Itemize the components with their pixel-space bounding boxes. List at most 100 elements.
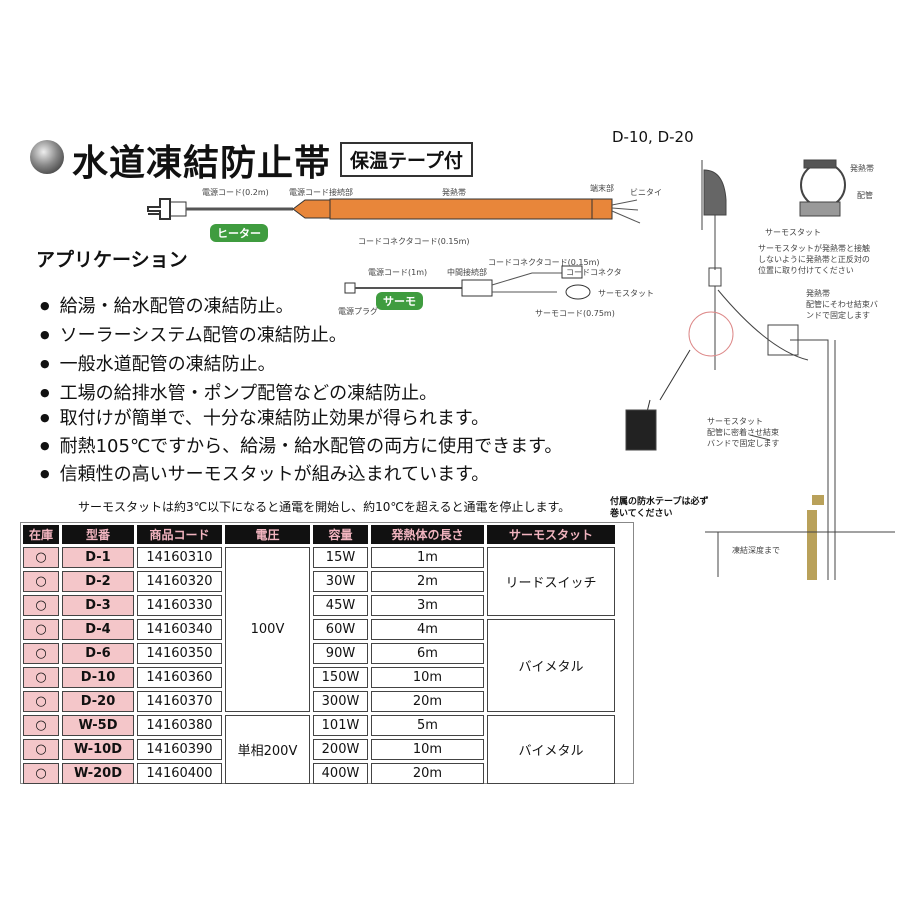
thermo-label: 中間接続部	[447, 268, 487, 277]
stock-cell: ○	[23, 643, 59, 664]
model-label: D-10, D-20	[612, 128, 694, 146]
code-cell: 14160330	[137, 595, 222, 616]
length-cell: 3m	[371, 595, 484, 616]
thermostat-note: サーモスタットは約3℃以下になると通電を開始し、約10℃を超えると通電を停止しま…	[78, 500, 571, 514]
note-line: バンドで固定します	[707, 439, 780, 448]
tape-note: 付属の防水テープは必ず巻いてください	[610, 496, 708, 520]
watt-cell: 400W	[313, 763, 368, 784]
thermo-label: 電源コード(1m)	[368, 268, 428, 277]
application-item: 取付けが簡単で、十分な凍結防止効果が得られます。	[40, 404, 489, 430]
note-line: ンドで固定します	[806, 311, 870, 320]
stock-cell: ○	[23, 691, 59, 712]
note-line: 配管に密着させ結束	[707, 428, 779, 437]
watt-cell: 200W	[313, 739, 368, 760]
code-cell: 14160340	[137, 619, 222, 640]
application-item: 耐熱105℃ですから、給湯・給水配管の両方に使用できます。	[40, 432, 563, 458]
stock-cell: ○	[23, 667, 59, 688]
watt-cell: 90W	[313, 643, 368, 664]
note-line: サーモスタット	[707, 417, 763, 426]
length-cell: 10m	[371, 667, 484, 688]
model-cell: D-20	[62, 691, 134, 712]
application-item: 信頼性の高いサーモスタットが組み込まれています。	[40, 460, 490, 486]
length-cell: 6m	[371, 643, 484, 664]
watt-cell: 15W	[313, 547, 368, 568]
heater-label: 発熱帯	[442, 188, 466, 197]
note-line: 発熱帯	[806, 289, 830, 298]
table-header-row: 在庫 型番 商品コード 電圧 容量 発熱体の長さ サーモスタット	[23, 525, 615, 544]
length-cell: 5m	[371, 715, 484, 736]
application-item: 工場の給排水管・ポンプ配管などの凍結防止。	[40, 379, 437, 405]
install-note-2: 発熱帯配管にそわせ結束バンドで固定します	[806, 288, 878, 321]
length-cell: 20m	[371, 691, 484, 712]
install-note-1: サーモスタットが発熱帯と接触しないように発熱帯と正反対の位置に取り付けてください	[758, 243, 870, 276]
thermo-label: コードコネクタコード(0.15m)	[488, 258, 600, 267]
stock-cell: ○	[23, 571, 59, 592]
code-cell: 14160390	[137, 739, 222, 760]
heater-label: ビニタイ	[630, 188, 662, 197]
note-line: サーモスタットが発熱帯と接触	[758, 244, 870, 253]
length-cell: 10m	[371, 739, 484, 760]
install-label: 配管	[857, 191, 873, 200]
thermo-label: サーモスタット	[598, 289, 654, 298]
thermo-tag: サーモ	[376, 292, 423, 310]
heater-label: 電源コード(0.2m)	[202, 188, 269, 197]
heater-tag: ヒーター	[210, 224, 268, 242]
length-cell: 20m	[371, 763, 484, 784]
code-cell: 14160360	[137, 667, 222, 688]
length-cell: 2m	[371, 571, 484, 592]
thermostat-cell: リードスイッチ	[487, 547, 615, 616]
col-watt: 容量	[313, 525, 368, 544]
col-length: 発熱体の長さ	[371, 525, 484, 544]
depth-label: 凍結深度まで	[732, 546, 780, 555]
note-line: 位置に取り付けてください	[758, 266, 854, 275]
install-note-3: サーモスタット配管に密着させ結束バンドで固定します	[707, 416, 779, 449]
col-model: 型番	[62, 525, 134, 544]
install-label: サーモスタット	[765, 228, 821, 237]
note-line: 付属の防水テープは必ず	[610, 497, 709, 507]
thermostat-cell: バイメタル	[487, 715, 615, 784]
watt-cell: 300W	[313, 691, 368, 712]
heater-diagram	[147, 198, 641, 224]
note-line: 巻いてください	[610, 509, 673, 519]
code-cell: 14160310	[137, 547, 222, 568]
tape-badge: 保温テープ付	[340, 142, 473, 177]
col-thermostat: サーモスタット	[487, 525, 615, 544]
voltage-cell: 単相200V	[225, 715, 310, 784]
model-cell: D-1	[62, 547, 134, 568]
application-item: ソーラーシステム配管の凍結防止。	[40, 321, 347, 347]
watt-cell: 60W	[313, 619, 368, 640]
stock-cell: ○	[23, 739, 59, 760]
code-cell: 14160380	[137, 715, 222, 736]
col-code: 商品コード	[137, 525, 222, 544]
heater-label: 電源コード接続部	[289, 188, 353, 197]
model-cell: D-4	[62, 619, 134, 640]
note-line: 配管にそわせ結束バ	[806, 300, 878, 309]
thermo-label: サーモコード(0.75m)	[535, 309, 615, 318]
applications-heading: アプリケーション	[36, 249, 188, 271]
code-cell: 14160370	[137, 691, 222, 712]
heater-label: 端末部	[590, 184, 614, 193]
stock-cell: ○	[23, 547, 59, 568]
model-cell: D-2	[62, 571, 134, 592]
model-cell: W-10D	[62, 739, 134, 760]
code-cell: 14160350	[137, 643, 222, 664]
stock-cell: ○	[23, 619, 59, 640]
model-cell: W-20D	[62, 763, 134, 784]
length-cell: 1m	[371, 547, 484, 568]
thermostat-diagram	[344, 265, 591, 300]
heater-label: コードコネクタコード(0.15m)	[358, 237, 470, 246]
code-cell: 14160400	[137, 763, 222, 784]
model-cell: D-3	[62, 595, 134, 616]
model-cell: D-6	[62, 643, 134, 664]
stock-cell: ○	[23, 715, 59, 736]
